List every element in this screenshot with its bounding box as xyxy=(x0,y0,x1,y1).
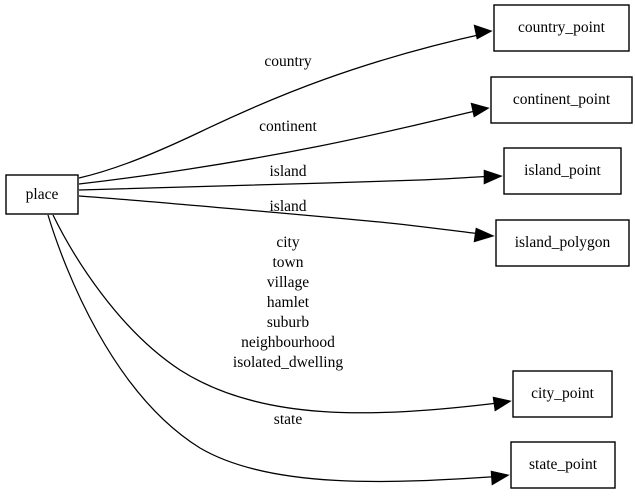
node-island_point[interactable]: island_point xyxy=(503,147,622,195)
edge-line xyxy=(78,175,498,191)
node-place-label: place xyxy=(26,186,59,203)
edge-place-to-city_point[interactable] xyxy=(52,214,512,414)
edge-line xyxy=(78,195,490,236)
edge-label-line-town: town xyxy=(273,254,304,271)
node-state_point-label: state_point xyxy=(529,456,598,473)
edge-label-line-isolated-dwelling: isolated_dwelling xyxy=(233,354,343,371)
node-place[interactable]: place xyxy=(5,174,79,215)
arrowhead-icon xyxy=(473,227,495,243)
node-island_point-box xyxy=(503,147,622,195)
node-city_point[interactable]: city_point xyxy=(512,370,613,418)
edge-place-to-country_point[interactable] xyxy=(78,24,493,179)
edge-line xyxy=(47,214,505,483)
edge-label-group: country continent island island city tow… xyxy=(233,53,343,428)
edge-line xyxy=(52,214,507,414)
edge-label-line-suburb: suburb xyxy=(267,314,309,331)
node-country_point-box xyxy=(493,4,630,52)
node-city_point-box xyxy=(512,370,613,418)
node-island_polygon[interactable]: island_polygon xyxy=(495,219,630,267)
arrowhead-icon xyxy=(483,169,503,185)
edge-label-island-point: island xyxy=(269,163,306,180)
edge-line xyxy=(78,32,488,179)
node-island_polygon-label: island_polygon xyxy=(515,234,611,251)
edge-line xyxy=(78,108,485,185)
edge-label-island-polygon: island xyxy=(269,198,306,215)
edge-label-line-city: city xyxy=(276,234,299,251)
node-country_point[interactable]: country_point xyxy=(493,4,630,52)
edge-label-state: state xyxy=(274,411,303,428)
node-island_polygon-box xyxy=(495,219,630,267)
node-continent_point[interactable]: continent_point xyxy=(490,76,633,124)
edge-label-line-neighbourhood: neighbourhood xyxy=(241,334,335,351)
arrowhead-icon xyxy=(473,24,493,40)
edge-place-to-island_polygon[interactable] xyxy=(78,195,495,243)
node-state_point[interactable]: state_point xyxy=(510,441,616,489)
edge-label-line-hamlet: hamlet xyxy=(267,294,310,311)
edge-label-country: country xyxy=(264,53,312,70)
node-city_point-label: city_point xyxy=(531,385,595,402)
node-continent_point-label: continent_point xyxy=(513,91,611,108)
arrowhead-icon xyxy=(470,102,490,118)
edge-label-city-multiline: city town village hamlet suburb neighbou… xyxy=(233,234,343,371)
edge-label-line-village: village xyxy=(267,274,309,291)
node-place-box xyxy=(5,174,79,215)
arrowhead-icon xyxy=(490,470,510,486)
arrowhead-icon xyxy=(492,396,512,412)
node-state_point-box xyxy=(510,441,616,489)
edge-place-to-continent_point[interactable] xyxy=(78,102,490,185)
node-island_point-label: island_point xyxy=(524,162,601,179)
node-country_point-label: country_point xyxy=(518,19,606,36)
edge-group xyxy=(47,24,512,486)
node-continent_point-box xyxy=(490,76,633,124)
edge-place-to-island_point[interactable] xyxy=(78,169,503,191)
edge-place-to-state_point[interactable] xyxy=(47,214,510,486)
edge-label-continent: continent xyxy=(259,118,317,135)
